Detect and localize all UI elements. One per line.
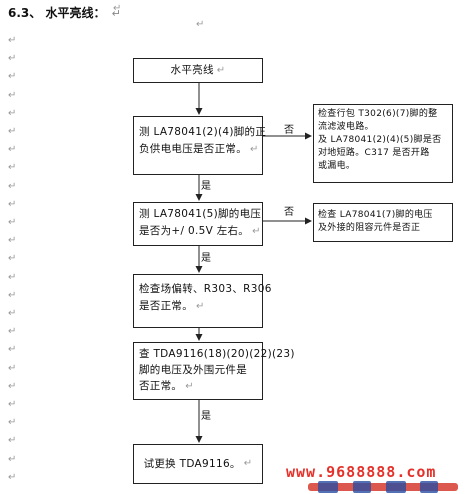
paragraph-mark: ↵ xyxy=(8,471,17,483)
flow-start-text: 水平亮线 xyxy=(170,64,214,76)
paragraph-mark: ↵ xyxy=(8,71,17,83)
paragraph-mark: ↵ xyxy=(8,53,17,65)
paragraph-mark: ↵ xyxy=(8,107,17,119)
flow-branch1-box: 检查行包 T302(6)(7)脚的整 流滤波电路。 及 LA78041(2)(4… xyxy=(313,104,453,183)
paragraph-mark: ↵ xyxy=(8,235,17,247)
yes-label-2: 是 xyxy=(201,253,211,264)
paragraph-mark: ↵ xyxy=(8,399,17,410)
paragraph-mark: ↵ xyxy=(8,126,17,137)
paragraph-mark: ↵ xyxy=(8,144,17,156)
section-heading: 6.3、 水平亮线： ↵ xyxy=(8,4,121,21)
paragraph-mark: ↵ xyxy=(8,435,17,447)
paragraph-mark: ↵ xyxy=(8,289,17,301)
no-label-1: 否 xyxy=(284,125,294,136)
flow-step2-box: 测 LA78041(5)脚的电压 是否为+/ 0.5V 左右。↵ xyxy=(133,202,263,246)
no-label-2: 否 xyxy=(284,207,294,218)
paragraph-mark: ↵ xyxy=(8,308,17,319)
step5-text: 试更换 TDA9116。 xyxy=(143,457,241,470)
step3-line2: 是否正常。 xyxy=(139,300,193,312)
branch1-line5: 或漏电。 xyxy=(318,161,356,171)
paragraph-mark: ↵ xyxy=(8,344,17,356)
branch2-line1: 检查 LA78041(7)脚的电压 xyxy=(318,210,433,220)
branch1-line4: 对地短路。C317 是否开路 xyxy=(318,148,430,158)
paragraph-mark: ↵ xyxy=(196,19,205,30)
paragraph-mark: ↵ xyxy=(8,217,17,228)
branch1-line1: 检查行包 T302(6)(7)脚的整 xyxy=(318,109,438,119)
step4-line1: 查 TDA9116(18)(20)(22)(23) xyxy=(139,348,295,360)
step3-line1: 检查场偏转、R303、R306 xyxy=(139,283,272,295)
paragraph-mark: ↵ xyxy=(8,162,17,174)
branch1-line2: 流滤波电路。 xyxy=(318,122,374,132)
branch1-line3: 及 LA78041(2)(4)(5)脚是否 xyxy=(318,135,442,145)
return-mark: ↵ xyxy=(111,7,121,20)
paragraph-mark: ↵ xyxy=(8,180,17,192)
flow-start-box: 水平亮线↵ xyxy=(133,58,263,83)
yes-label-3: 是 xyxy=(201,411,211,422)
paragraph-mark: ↵ xyxy=(8,198,17,210)
section-title: 水平亮线： xyxy=(45,6,106,20)
step4-line3: 否正常。 xyxy=(139,380,183,392)
flow-branch2-box: 检查 LA78041(7)脚的电压 及外接的阻容元件是否正 xyxy=(313,203,453,242)
paragraph-mark: ↵ xyxy=(8,380,17,392)
paragraph-mark: ↵ xyxy=(8,417,17,429)
step2-line1: 测 LA78041(5)脚的电压 xyxy=(139,208,262,220)
watermark-text: www.9688888.com xyxy=(286,463,437,481)
paragraph-mark: ↵ xyxy=(8,271,17,283)
flow-step3-box: 检查场偏转、R303、R306 是否正常。↵ xyxy=(133,274,272,328)
branch2-line2: 及外接的阻容元件是否正 xyxy=(318,223,421,233)
flow-step5-box: 试更换 TDA9116。↵ xyxy=(133,444,263,484)
watermark-logo-icon xyxy=(308,481,458,493)
yes-label-1: 是 xyxy=(201,181,211,192)
paragraph-mark: ↵ xyxy=(8,35,17,46)
paragraph-mark: ↵ xyxy=(8,362,17,374)
flow-step4-box: 查 TDA9116(18)(20)(22)(23) 脚的电压及外围元件是 否正常… xyxy=(133,342,295,400)
step1-line2: 负供电电压是否正常。 xyxy=(139,143,247,155)
paragraph-mark: ↵ xyxy=(8,89,17,101)
step2-line2: 是否为+/ 0.5V 左右。 xyxy=(139,225,250,237)
paragraph-mark: ↵ xyxy=(8,453,17,465)
paragraph-mark: ↵ xyxy=(8,326,17,338)
step4-line2: 脚的电压及外围元件是 xyxy=(139,364,247,376)
section-number: 6.3、 xyxy=(8,6,42,20)
paragraph-mark: ↵ xyxy=(8,253,17,265)
flow-step1-box: 测 LA78041(2)(4)脚的正 负供电电压是否正常。↵ xyxy=(133,116,267,175)
paragraph-mark: ↵ xyxy=(113,3,122,14)
step1-line1: 测 LA78041(2)(4)脚的正 xyxy=(139,126,267,138)
